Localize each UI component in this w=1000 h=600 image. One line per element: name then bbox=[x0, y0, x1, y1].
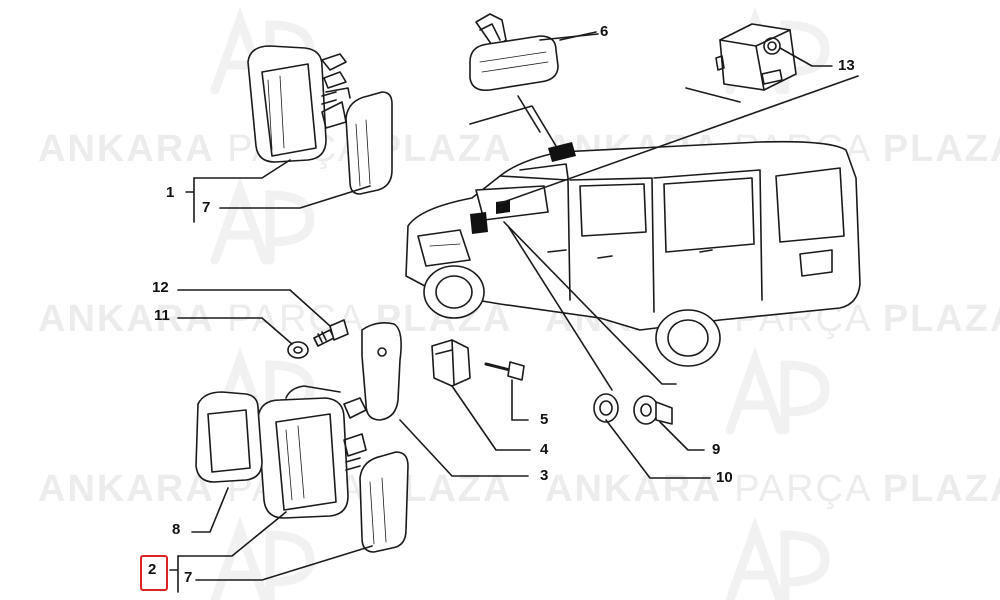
grommet-10 bbox=[593, 393, 619, 423]
leader-line-10b bbox=[605, 419, 711, 479]
mirror-cover-8 bbox=[195, 391, 263, 483]
trim-cover-3 bbox=[361, 322, 402, 421]
leader-line-6c bbox=[559, 31, 597, 41]
leader-line-5 bbox=[511, 379, 529, 421]
watermark-brand: ANKARA PARÇA PLAZA bbox=[545, 468, 1000, 510]
mirror-housing-lower bbox=[257, 385, 367, 519]
nut-11 bbox=[287, 341, 309, 359]
callout-11: 11 bbox=[154, 307, 170, 324]
mirror-switch bbox=[715, 23, 833, 91]
callout-12: 12 bbox=[152, 279, 169, 296]
screw-5 bbox=[484, 361, 525, 381]
pointer-line-6b bbox=[517, 95, 541, 133]
callout-7-lower: 7 bbox=[184, 569, 193, 586]
leader-line-8 bbox=[191, 487, 229, 533]
pointer-line-13 bbox=[497, 75, 859, 205]
leader-line-7 bbox=[219, 185, 371, 209]
bolt-12 bbox=[313, 319, 349, 347]
callout-3: 3 bbox=[540, 467, 549, 484]
callout-4: 4 bbox=[540, 441, 549, 458]
watermark-logo-icon bbox=[210, 6, 830, 600]
leader-line-1 bbox=[193, 159, 291, 179]
bracket-1-7 bbox=[185, 177, 195, 223]
callout-5: 5 bbox=[540, 411, 549, 428]
callout-13: 13 bbox=[838, 57, 855, 74]
leader-line-2 bbox=[177, 511, 287, 557]
leader-line-4 bbox=[451, 385, 531, 451]
pointer-line-9 bbox=[507, 225, 613, 391]
callout-2: 2 bbox=[148, 561, 157, 578]
leader-line-7b bbox=[195, 545, 373, 581]
callout-7-upper: 7 bbox=[202, 199, 211, 216]
pointer-line-10 bbox=[503, 221, 677, 385]
rear-view-mirror bbox=[469, 13, 599, 92]
callout-1: 1 bbox=[166, 184, 175, 201]
callout-2-highlight bbox=[140, 555, 168, 591]
callout-8: 8 bbox=[172, 521, 181, 538]
leader-line-12 bbox=[177, 289, 331, 327]
mirror-glass-lower bbox=[359, 451, 409, 553]
callout-9: 9 bbox=[712, 441, 721, 458]
plug-9 bbox=[633, 395, 673, 425]
watermark-brand: ANKARA PARÇA PLAZA bbox=[38, 298, 513, 340]
bracket-2-7 bbox=[169, 555, 179, 593]
clip-4 bbox=[431, 339, 471, 387]
leader-line-11 bbox=[177, 317, 293, 345]
pointer-line-13b bbox=[685, 87, 741, 103]
mirror-glass-upper bbox=[345, 91, 393, 195]
pointer-line-6 bbox=[469, 105, 557, 147]
leader-line-3 bbox=[399, 419, 529, 477]
callout-10: 10 bbox=[716, 469, 733, 486]
mirror-housing-upper bbox=[247, 45, 351, 163]
callout-6: 6 bbox=[600, 23, 609, 40]
leader-line-9 bbox=[659, 421, 705, 451]
van-illustration bbox=[405, 140, 861, 367]
